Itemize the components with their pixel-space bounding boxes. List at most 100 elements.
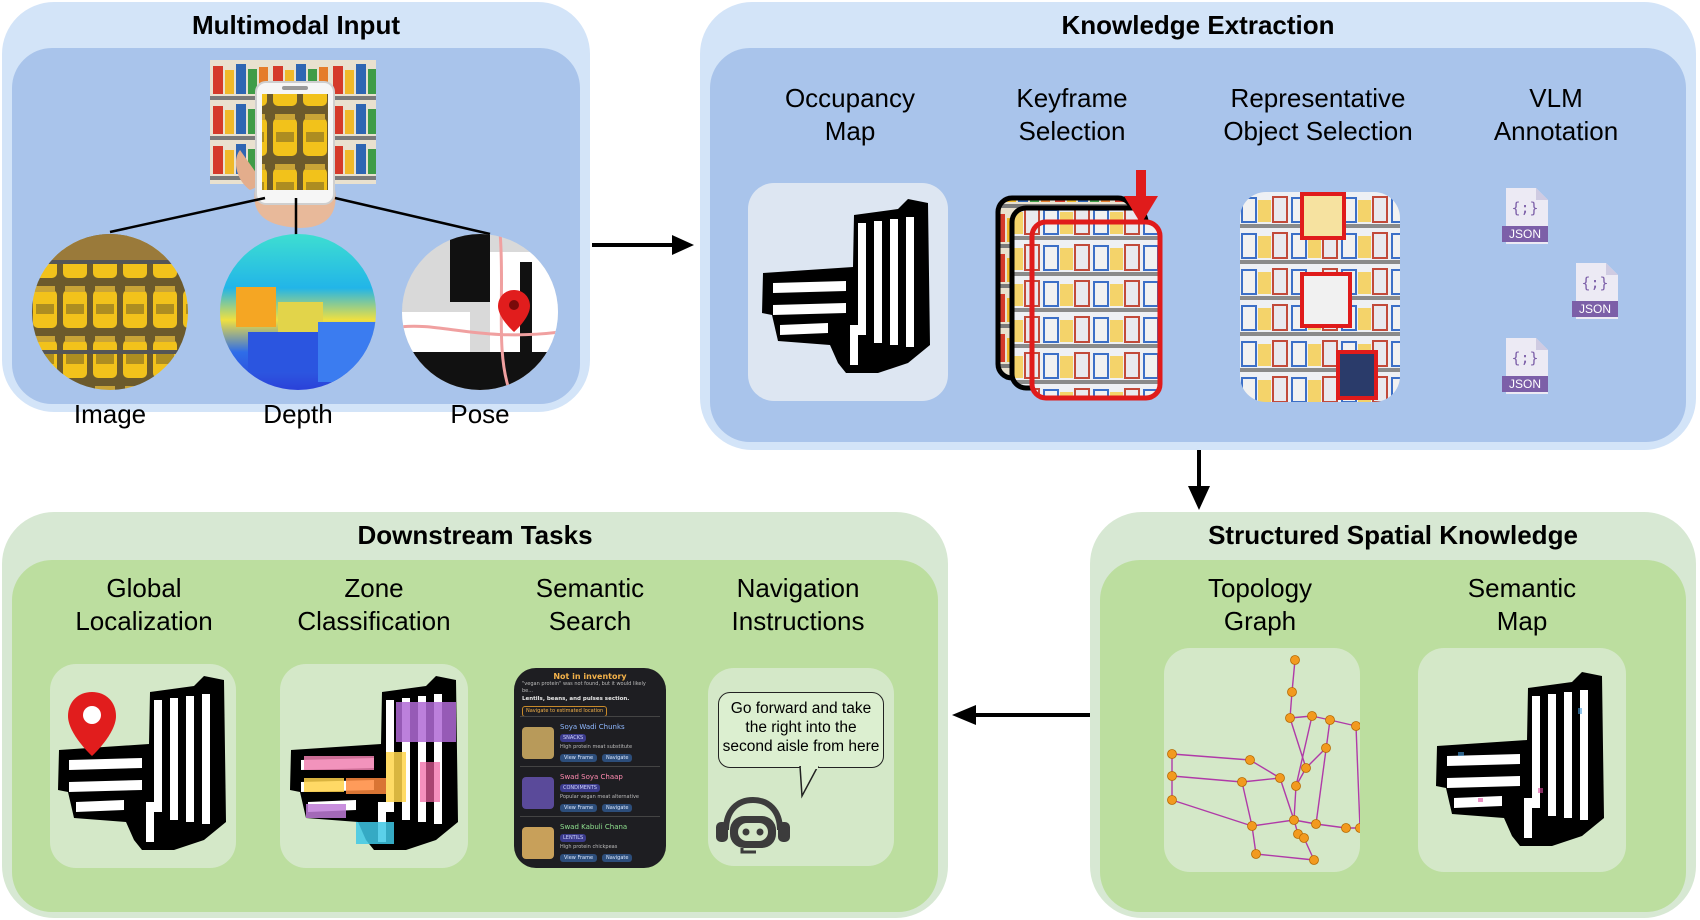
graph-node [1237,777,1247,787]
graph-node [1299,833,1309,843]
graph-node [1309,855,1319,865]
knowledge-extraction-title: Knowledge Extraction [1061,10,1335,40]
flow-arrow-icon [592,235,694,255]
product-desc: High protein chickpeas [560,844,618,850]
graph-edge [1241,777,1281,783]
view-frame-button[interactable]: View Frame [560,804,598,812]
graph-edge [1291,659,1296,693]
bubble-line: the right into the [745,719,857,736]
graph-edge [1315,823,1347,829]
input-tree-lines [109,196,491,236]
search-result-header: Not in inventory "vegan protein" was not… [522,672,658,717]
product-name: Swad Kabuli Chana [560,823,628,831]
json-file-icon: {;} JSON [1502,338,1548,394]
depth-circle [220,234,376,390]
json-file-icon: {;} JSON [1502,188,1548,244]
graph-edge [1295,715,1313,787]
header-bold: Lentils, beans, and pulses section. [522,696,630,702]
product-desc: Popular vegan meat alternative [560,794,640,800]
flow-arrow-icon [1188,450,1210,510]
graph-edge [1251,819,1295,827]
graph-node [1341,823,1351,833]
location-pin-icon [498,290,530,332]
image-circle [32,234,188,390]
topology-graph-card [1164,648,1360,872]
graph-edge [1355,725,1360,829]
graph-edge [1249,759,1281,779]
downstream-tasks-title: Downstream Tasks [357,520,593,550]
product-thumbnail [522,727,554,759]
graph-node [1289,815,1299,825]
grocery-phone-photo [210,60,376,228]
structured-spatial-knowledge-title: Structured Spatial Knowledge [1208,520,1578,550]
bubble-line: second aisle from here [722,738,880,755]
semantic-map-card [1418,648,1626,872]
view-frame-button[interactable]: View Frame [560,754,598,762]
graph-edge [1241,781,1253,827]
location-pin-icon [68,692,116,756]
json-file-icon: {;} JSON [1572,263,1618,319]
header-text: "vegan protein" was not found, but it wo… [522,681,646,694]
flow-arrow-icon [952,705,1090,725]
multimodal-input-title: Multimodal Input [192,10,400,40]
product-name: Swad Soya Chaap [560,773,623,781]
graph-node [1325,715,1335,725]
graph-node [1351,721,1360,731]
graph-node [1275,773,1285,783]
search-result-item[interactable]: Soya Wadi Chunks SNACKS High protein mea… [520,716,660,767]
product-name: Soya Wadi Chunks [560,723,625,731]
graph-node [1251,849,1261,859]
graph-node [1290,655,1300,665]
pose-label: Pose [450,399,510,429]
graph-edge [1289,717,1307,769]
bubble-line: Go forward and take [730,700,872,717]
svg-text:{;}: {;} [1511,349,1538,367]
not-in-inventory-title: Not in inventory [553,672,627,681]
bubble-tail [799,766,819,799]
graph-node [1245,755,1255,765]
svg-text:{;}: {;} [1511,199,1538,217]
graph-edge [1293,785,1297,821]
graph-node [1167,771,1177,781]
view-frame-button[interactable]: View Frame [560,854,598,862]
graph-node [1247,821,1257,831]
graph-node [1307,711,1317,721]
down-arrow-icon [1124,170,1158,224]
product-desc: High protein meat substitute [560,744,633,750]
product-thumbnail [522,827,554,859]
product-tag: SNACKS [560,734,587,742]
graph-node [1311,819,1321,829]
occupancy-map-card [748,183,948,401]
graph-node [1287,687,1297,697]
graph-edge [1171,799,1253,827]
navigate-button[interactable]: Navigate [602,804,633,812]
graph-edge [1255,853,1315,861]
svg-text:JSON: JSON [1509,227,1541,241]
graph-edge [1315,719,1331,825]
image-label: Image [73,399,147,429]
graph-edge [1279,777,1295,821]
navigate-button[interactable]: Navigate [602,854,633,862]
pose-circle [402,234,558,390]
graph-node [1285,713,1295,723]
navigate-button[interactable]: Navigate [602,754,633,762]
graph-node [1167,749,1177,759]
chatbot-icon [716,796,790,854]
representative-object-card [1240,192,1400,402]
graph-node [1167,795,1177,805]
search-result-item[interactable]: Swad Soya Chaap CONDIMENTS Popular vegan… [520,766,660,817]
svg-text:JSON: JSON [1579,302,1611,316]
svg-text:{;}: {;} [1581,274,1608,292]
graph-edge [1171,775,1243,783]
product-tag: CONDIMENTS [560,784,600,792]
search-result-item[interactable]: Swad Kabuli Chana LENTILS High protein c… [520,816,660,867]
